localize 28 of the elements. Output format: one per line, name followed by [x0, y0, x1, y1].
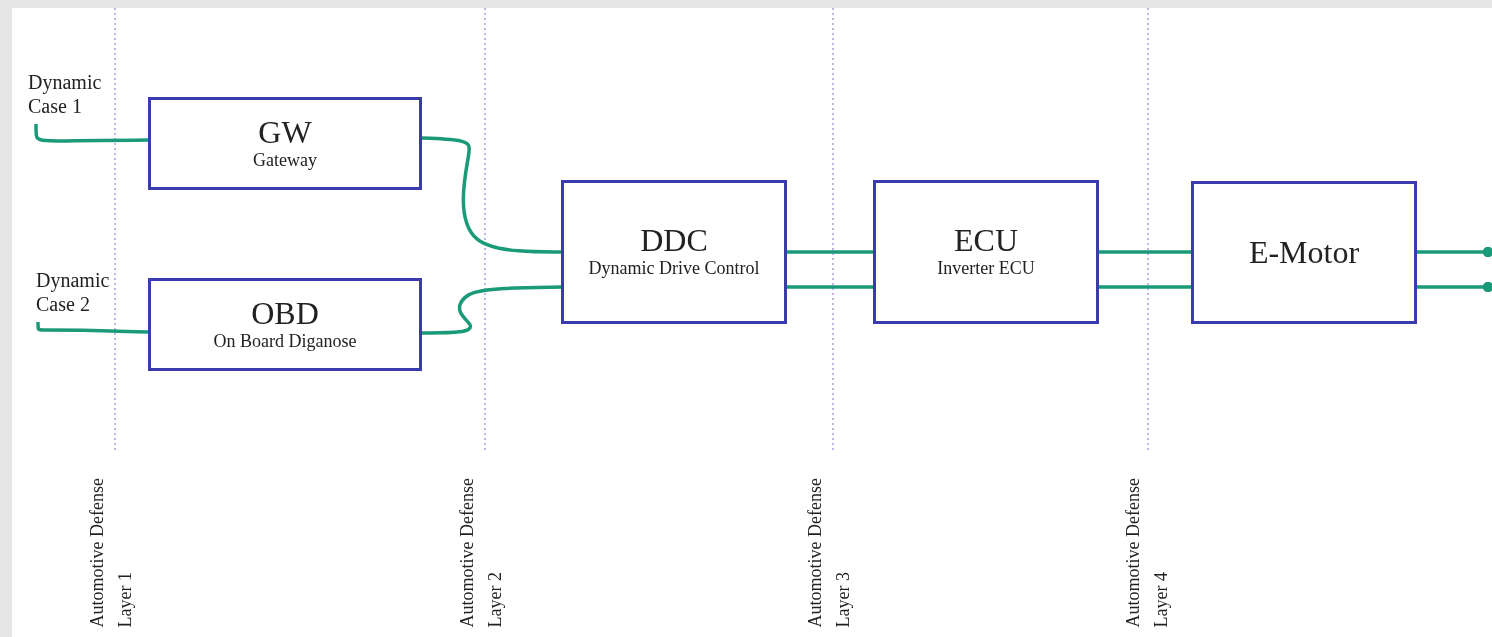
case-label: Dynamic Case 2 — [36, 262, 136, 322]
component-description: Dynamic Drive Control — [588, 258, 760, 280]
connector-line — [422, 285, 562, 335]
layer-label: Automotive Defense Layer 1 — [85, 477, 136, 628]
connector-line — [1099, 250, 1191, 254]
connector-line — [1417, 246, 1492, 258]
component-box — [148, 97, 422, 190]
layer-label: Automotive Defense Layer 3 — [803, 477, 854, 628]
component-box — [561, 180, 787, 324]
component-name: OBD — [251, 296, 319, 331]
component-box — [1191, 181, 1417, 324]
component-name: E-Motor — [1248, 235, 1360, 270]
connector-line — [1099, 285, 1191, 289]
connector-line — [787, 285, 873, 289]
component-description: Gateway — [253, 149, 317, 172]
layer-label: Automotive Defense Layer 4 — [1121, 477, 1172, 628]
component-box — [148, 278, 422, 371]
connector-line — [787, 250, 873, 254]
component-description: On Board Diganose — [213, 330, 357, 353]
component-name: ECU — [954, 224, 1018, 258]
connector-line — [1417, 281, 1492, 293]
component-name: GW — [258, 115, 312, 150]
component-description: Inverter ECU — [937, 258, 1035, 280]
layer-label: Automotive Defense Layer 2 — [455, 477, 506, 628]
connector-line — [421, 136, 561, 254]
component-name: DDC — [640, 224, 708, 258]
case-label: Dynamic Case 1 — [28, 64, 128, 124]
component-box — [873, 180, 1099, 324]
